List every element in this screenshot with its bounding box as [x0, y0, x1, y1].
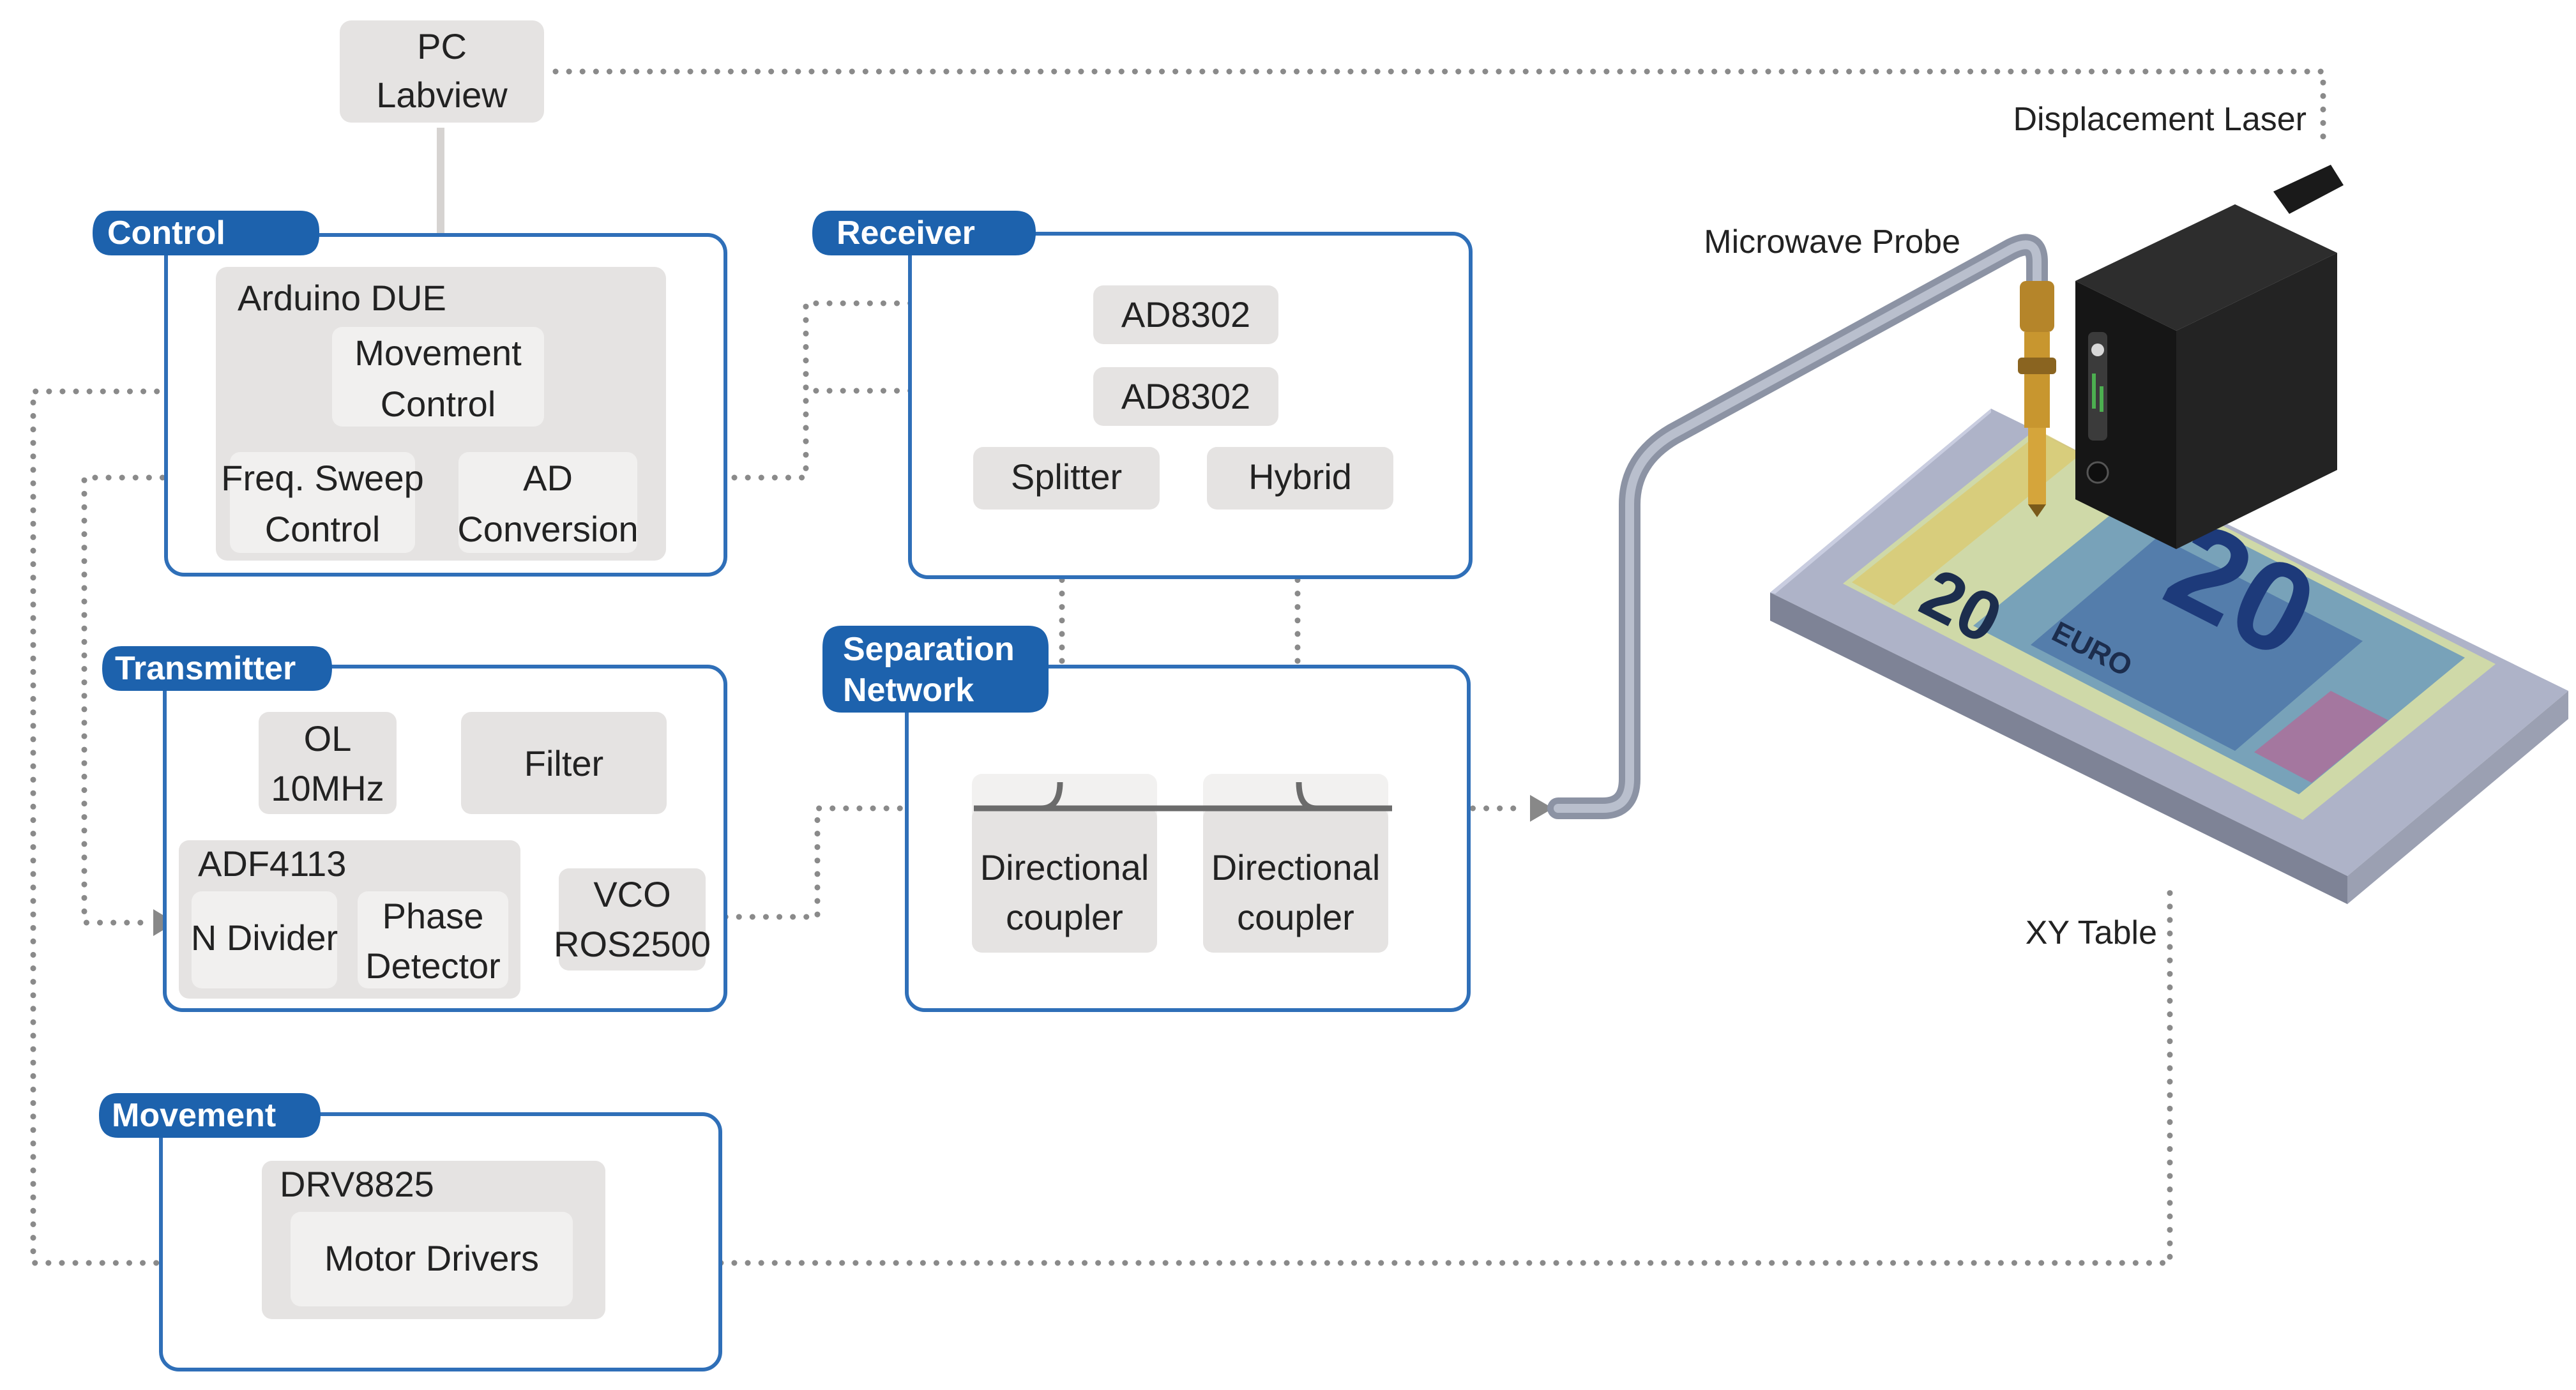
labview-label: Labview	[376, 75, 508, 115]
movement-control-label-1: Movement	[354, 333, 522, 373]
movement-title: Movement	[112, 1097, 276, 1134]
freq-sweep-label-2: Control	[265, 509, 381, 549]
coupler-1-label-1: Directional	[980, 847, 1149, 888]
movement-control-block	[332, 327, 544, 427]
hardware-illustration: 20 20 EURO Displacement Las	[1547, 101, 2568, 951]
splitter-block	[973, 447, 1160, 510]
movement-control-label-2: Control	[381, 384, 496, 424]
hybrid-label: Hybrid	[1248, 457, 1352, 497]
xy-table-label: XY Table	[2026, 914, 2157, 951]
microwave-probe-illustration	[2018, 281, 2056, 517]
splitter-label: Splitter	[1011, 457, 1122, 497]
coupler-2-label-1: Directional	[1211, 847, 1381, 888]
filter-label: Filter	[524, 743, 603, 783]
filter-block	[461, 712, 667, 814]
ad8302-a-label: AD8302	[1121, 294, 1250, 335]
microwave-probe-label: Microwave Probe	[1704, 223, 1960, 261]
displacement-laser-illustration	[2075, 165, 2344, 549]
control-title: Control	[107, 215, 225, 252]
ad-conversion-block	[458, 452, 637, 553]
hybrid-block	[1207, 447, 1393, 510]
adf4113-label: ADF4113	[198, 843, 346, 884]
coupler-2-tap	[1296, 782, 1317, 812]
coupler-2-label-2: coupler	[1237, 897, 1354, 937]
vco-to-separation-link	[709, 805, 948, 920]
separation-title-2: Network	[843, 672, 974, 709]
vco-label-1: VCO	[593, 874, 671, 914]
drv8825-label: DRV8825	[280, 1164, 434, 1204]
ol-label-2: 10MHz	[271, 768, 384, 808]
movement-section: Movement DRV8825 Motor Drivers	[99, 1093, 722, 1371]
ad8302-b-label: AD8302	[1121, 376, 1250, 416]
transmitter-title: Transmitter	[115, 650, 296, 687]
phase-detector-block	[358, 891, 508, 988]
vco-label-2: ROS2500	[554, 924, 711, 964]
ad8302-b-block	[1093, 367, 1278, 426]
coupler-1-tap	[1040, 782, 1063, 812]
ol-10mhz-block	[259, 712, 397, 814]
displacement-laser-label: Displacement Laser	[2013, 101, 2307, 138]
pc-label: PC	[417, 26, 467, 66]
ad-conversion-label-2: Conversion	[457, 509, 638, 549]
ol-label-1: OL	[304, 718, 352, 759]
n-divider-block	[192, 891, 337, 988]
ad8302-a-block	[1093, 285, 1278, 344]
separation-title-1: Separation	[843, 631, 1015, 668]
receiver-section: Receiver AD8302 AD8302 Splitter Hybrid	[812, 211, 1473, 579]
motor-drivers-label: Motor Drivers	[324, 1238, 539, 1278]
arrow-to-probe	[1530, 795, 1553, 822]
motor-drivers-block	[291, 1212, 573, 1306]
phase-detector-label-1: Phase	[383, 896, 484, 936]
phase-detector-label-2: Detector	[365, 946, 501, 986]
receiver-title: Receiver	[837, 215, 975, 252]
vco-block	[559, 868, 706, 971]
coupler-1-label-2: coupler	[1006, 897, 1123, 937]
motor-to-xytable-link	[610, 884, 2173, 1266]
control-section: Control Arduino DUE Movement Control Fre…	[93, 211, 727, 577]
ad-conversion-label-1: AD	[523, 458, 573, 498]
pc-labview-block: PC Labview	[340, 20, 544, 123]
transmitter-section: Transmitter OL 10MHz Filter ADF4113 N Di…	[102, 646, 727, 1012]
separation-network-section: Separation Network Directional coupler D…	[822, 626, 1471, 1012]
freq-sweep-control-block	[230, 452, 415, 553]
pc-to-laser-link	[552, 68, 2326, 150]
arduino-label: Arduino DUE	[238, 278, 446, 318]
freq-sweep-label-1: Freq. Sweep	[221, 458, 424, 498]
n-divider-label: N Divider	[191, 918, 338, 958]
